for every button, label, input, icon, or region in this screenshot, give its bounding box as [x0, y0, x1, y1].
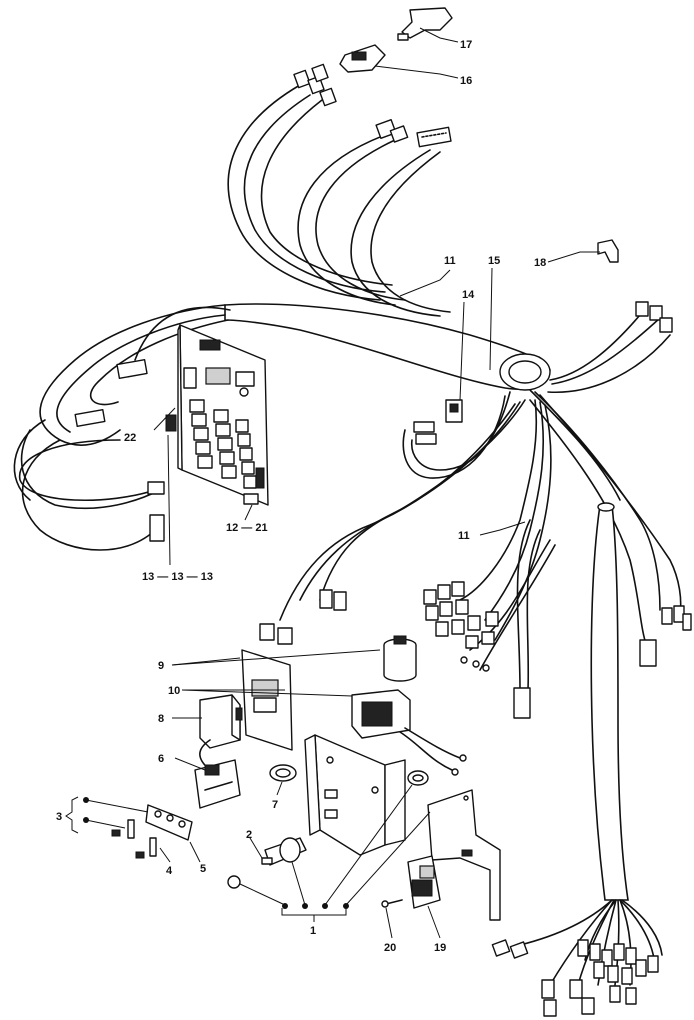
harness-wires	[13, 84, 682, 986]
part-labels: 17 16 11 15 18 14 22 12 — 21 11 13 — 13 …	[56, 39, 546, 954]
label-13: 13 — 13 — 13	[142, 571, 213, 583]
label-22: 22	[124, 432, 136, 444]
label-5: 5	[200, 863, 206, 875]
label-6: 6	[158, 753, 164, 765]
label-9: 9	[158, 660, 164, 672]
label-19: 19	[434, 942, 446, 954]
label-18: 18	[534, 257, 546, 269]
label-20: 20	[384, 942, 396, 954]
part-17-connector	[397, 7, 453, 41]
label-8: 8	[158, 713, 164, 725]
main-bracket	[304, 734, 406, 856]
part-18-clip	[597, 239, 619, 263]
capacitor	[383, 635, 417, 682]
label-11-top: 11	[444, 255, 456, 267]
pcb-relays	[189, 399, 257, 489]
label-4: 4	[166, 865, 173, 877]
label-11-mid: 11	[458, 530, 470, 542]
label-1: 1	[310, 925, 316, 937]
fuse-holder	[227, 837, 307, 889]
leader-lines	[65, 27, 600, 939]
connector-cluster	[423, 581, 499, 649]
label-15: 15	[488, 255, 500, 267]
connectors	[74, 63, 692, 1017]
terminal-strip	[111, 804, 193, 859]
label-12-21: 12 — 21	[226, 522, 268, 534]
transformer	[351, 689, 467, 776]
callout-dots	[83, 797, 349, 909]
terminal-block-6	[194, 759, 241, 809]
label-2: 2	[246, 829, 252, 841]
screw-20	[381, 899, 403, 908]
label-14: 14	[462, 289, 475, 301]
grommet-7	[269, 764, 297, 782]
label-7: 7	[272, 799, 278, 811]
bottom-connector-cluster	[491, 939, 659, 1017]
lower-assembly	[111, 635, 501, 921]
label-3: 3	[56, 811, 62, 823]
control-pcb	[165, 324, 269, 506]
cover-plate	[427, 789, 501, 921]
label-16: 16	[460, 75, 472, 87]
part-16-connector	[339, 44, 386, 73]
control-module-8	[199, 694, 243, 771]
label-10: 10	[168, 685, 180, 697]
label-17: 17	[460, 39, 472, 51]
pcb-module-19	[407, 855, 441, 909]
